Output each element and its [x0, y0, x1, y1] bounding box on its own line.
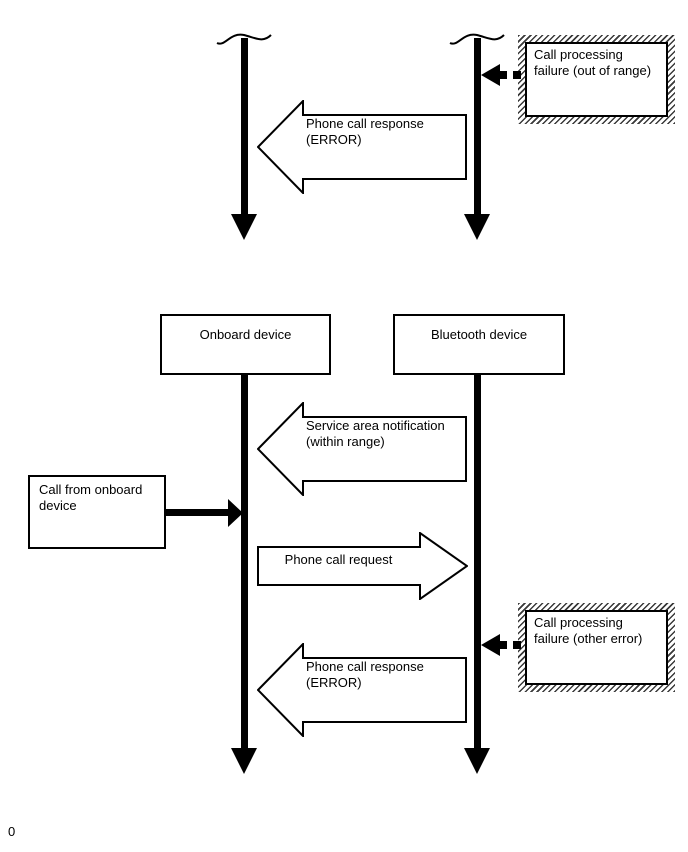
response-arrow-label-line2: (ERROR): [306, 132, 362, 147]
actor-box-bluetooth-device: Bluetooth device: [393, 314, 565, 375]
failure-box-other-error: Call processing failure (other error): [518, 603, 675, 692]
phone-call-request-arrow: Phone call request: [257, 532, 468, 600]
call-arrowhead-right-icon: [228, 499, 243, 527]
lifeline-arrowhead-icon: [231, 214, 257, 240]
failure-box-label-line2: failure (out of range): [534, 63, 652, 78]
response-arrow-label-line1: Phone call response: [306, 116, 424, 131]
lifeline-break-icon: [449, 33, 505, 45]
dashed-arrowhead-left-icon: [481, 634, 500, 656]
onboard-lifeline: [241, 375, 248, 748]
onboard-lifeline-top: [241, 38, 248, 214]
response-arrow-label-line1: Phone call response: [306, 659, 424, 674]
actor-label-bluetooth: Bluetooth device: [430, 327, 528, 342]
failure-box-label-line1: Call processing: [534, 615, 623, 630]
request-arrow-label: Phone call request: [284, 552, 393, 567]
failure-box-other-error-inner: Call processing failure (other error): [525, 610, 668, 685]
bluetooth-lifeline-top: [474, 38, 481, 214]
dashed-arrowhead-left-icon: [481, 64, 500, 86]
service-arrow-label-line2: (within range): [306, 434, 385, 449]
phone-call-response-arrow-top: Phone call response (ERROR): [257, 100, 468, 194]
bluetooth-lifeline: [474, 375, 481, 748]
call-box-label-line1: Call from onboard: [39, 482, 143, 497]
lifeline-arrowhead-icon: [464, 214, 490, 240]
dashed-arrow-shaft: [499, 641, 521, 649]
lifeline-arrowhead-icon: [464, 748, 490, 774]
phone-call-response-arrow-bottom: Phone call response (ERROR): [257, 643, 468, 737]
call-from-onboard-box: Call from onboard device: [28, 475, 166, 549]
page-footer-mark: 0: [8, 824, 16, 839]
failure-box-out-of-range: Call processing failure (out of range): [518, 35, 675, 124]
actor-label-onboard: Onboard device: [199, 327, 292, 342]
response-arrow-label-line2: (ERROR): [306, 675, 362, 690]
lifeline-arrowhead-icon: [231, 748, 257, 774]
dashed-arrow-shaft: [499, 71, 521, 79]
service-area-notification-arrow: Service area notification (within range): [257, 402, 468, 496]
call-box-label-line2: device: [39, 498, 77, 513]
failure-box-label-line1: Call processing: [534, 47, 623, 62]
service-arrow-label-line1: Service area notification: [306, 418, 445, 433]
failure-box-out-of-range-inner: Call processing failure (out of range): [525, 42, 668, 117]
lifeline-break-icon: [216, 33, 272, 45]
failure-box-label-line2: failure (other error): [534, 631, 643, 646]
call-arrow-shaft: [165, 509, 228, 516]
actor-box-onboard-device: Onboard device: [160, 314, 331, 375]
